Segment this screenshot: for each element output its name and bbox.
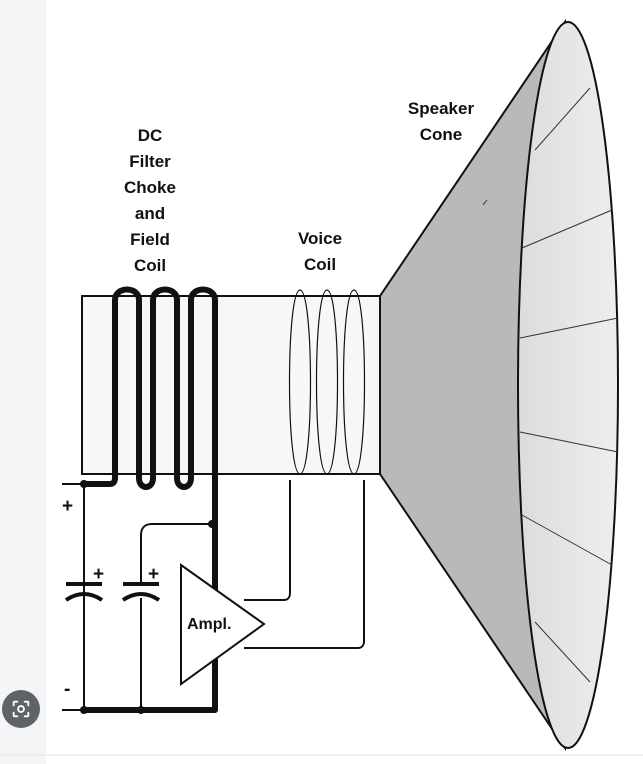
- amplifier-symbol: [180, 563, 266, 686]
- voice-coil-label-line: Voice: [298, 229, 342, 248]
- voice-coil-loops: [288, 289, 366, 475]
- cone-ribs: [519, 87, 619, 683]
- junction-dots: [80, 480, 216, 714]
- choke-label-line: Choke: [124, 178, 176, 197]
- field-coil: [81, 286, 218, 713]
- speaker-cone-label-line: Speaker: [408, 99, 475, 118]
- amplifier-label: Ampl.: [187, 616, 231, 633]
- lens-search-icon: [12, 700, 30, 718]
- magnet-core: [81, 295, 381, 475]
- voice-coil-label: Voice Coil: [298, 229, 342, 274]
- voice-coil-label-line: Coil: [304, 255, 336, 274]
- choke-label-line: DC: [138, 126, 163, 145]
- speaker-cone-label-line: Cone: [420, 125, 463, 144]
- choke-label-line: Coil: [134, 256, 166, 275]
- plus-sign-cap2: +: [148, 564, 159, 585]
- minus-sign-left: -: [64, 679, 70, 700]
- cone-mark: [482, 199, 488, 206]
- capacitor-1: [64, 582, 104, 602]
- speaker-cone-rim: [517, 21, 619, 749]
- left-margin: [0, 0, 46, 764]
- capacitor-2: [121, 582, 161, 602]
- choke-label-line: and: [135, 204, 165, 223]
- lens-search-button[interactable]: [2, 690, 40, 728]
- choke-label: DC Filter Choke and Field Coil: [124, 126, 176, 275]
- choke-label-line: Filter: [129, 152, 171, 171]
- speaker-cone-label: Speaker Cone: [408, 99, 475, 144]
- choke-label-line: Field: [130, 230, 170, 249]
- plus-sign-cap1: +: [93, 564, 104, 585]
- plus-sign-left: +: [62, 496, 73, 517]
